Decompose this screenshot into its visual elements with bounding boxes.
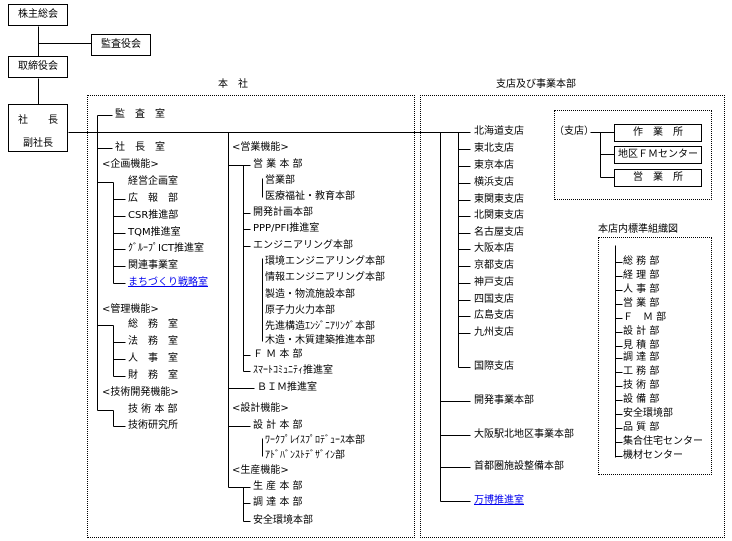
sales-item: エンジニアリング本部 <box>253 240 353 251</box>
tech-item: 技術研究所 <box>128 420 178 431</box>
branches-title: 支店及び事業本部 <box>496 79 576 90</box>
tech-item: 技 術 本 部 <box>128 404 178 415</box>
branch-item: 大阪本店 <box>474 243 514 254</box>
management-item: 法 務 室 <box>128 336 178 347</box>
branch-item: 京都支店 <box>474 260 514 271</box>
shareholders-box: 株主総会 <box>8 4 68 26</box>
branch-item: 神戸支店 <box>474 277 514 288</box>
standard-org-item: Ｆ Ｍ 部 <box>623 312 667 323</box>
branch-item: 広島支店 <box>474 310 514 321</box>
branch-item: 四国支店 <box>474 294 514 305</box>
standard-org-item: 設 計 部 <box>623 326 660 337</box>
headquarters-frame <box>87 95 415 538</box>
sales-item: 開発計画本部 <box>253 207 313 218</box>
president-label: 社 長 <box>18 115 58 126</box>
standard-org-item: 営 業 部 <box>623 298 660 309</box>
production-heading: <生産機能> <box>232 465 289 476</box>
standard-org-item: 品 質 部 <box>623 422 660 433</box>
management-item: 総 務 室 <box>128 319 178 330</box>
production-item: 生 産 本 部 <box>253 481 303 492</box>
branch-label: （支店） <box>554 126 594 137</box>
sales-item: 情報エンジニアリング本部 <box>265 272 385 283</box>
planning-item[interactable]: まちづくり戦略室 <box>128 277 208 288</box>
standard-org-item: 機材センター <box>623 450 683 461</box>
sales-item: 先進構造ｴﾝｼﾞﾆｱﾘﾝｸﾞ本部 <box>265 321 375 332</box>
branch-item: 首都圏施設整備本部 <box>474 461 564 472</box>
branch-item: 開発事業本部 <box>474 395 534 406</box>
standard-org-frame <box>598 237 712 475</box>
branch-item: 九州支店 <box>474 327 514 338</box>
design-item: ﾜｰｸﾌﾟﾚｲｽﾌﾟﾛﾃﾞｭｰｽ本部 <box>265 435 365 446</box>
tech-heading: <技術開発機能> <box>102 387 179 398</box>
standard-org-item: 工 務 部 <box>623 366 660 377</box>
branch-item[interactable]: 万博推進室 <box>474 495 524 506</box>
headquarters-title: 本 社 <box>218 79 248 90</box>
sales-item: 環境エンジニアリング本部 <box>265 256 385 267</box>
branch-unit-box: 営 業 所 <box>614 169 702 187</box>
production-item: 調 達 本 部 <box>253 497 303 508</box>
planning-item: 関連事業室 <box>128 260 178 271</box>
branch-item: 名古屋支店 <box>474 227 524 238</box>
design-item: 設 計 本 部 <box>253 420 303 431</box>
design-heading: <設計機能> <box>232 403 289 414</box>
production-item: 安全環境本部 <box>253 515 313 526</box>
branch-unit-box: 地区ＦＭセンター <box>614 146 702 164</box>
standard-org-title: 本店内標準組織図 <box>598 224 678 235</box>
vice-president-label: 副社長 <box>23 138 53 149</box>
sales-item: ｽﾏｰﾄｺﾐｭﾆﾃｨ推進室 <box>253 365 333 376</box>
planning-item: TQM推進室 <box>128 227 181 238</box>
planning-item: CSR推進部 <box>128 210 179 221</box>
management-heading: <管理機能> <box>102 304 159 315</box>
branch-item: 東関東支店 <box>474 194 524 205</box>
board-box: 取締役会 <box>8 56 68 78</box>
planning-item: ｸﾞﾙｰﾌﾟICT推進室 <box>128 243 205 254</box>
standard-org-item: 人 事 部 <box>623 284 660 295</box>
management-item: 人 事 室 <box>128 353 178 364</box>
sales-item: Ｆ Ｍ 本 部 <box>253 349 303 360</box>
sales-item: 営業部 <box>265 175 295 186</box>
design-item: ｱﾄﾞﾊﾞﾝｽﾄﾃﾞｻﾞｲﾝ部 <box>265 450 345 461</box>
audit-office: 監 査 室 <box>115 109 165 120</box>
planning-item: 広 報 部 <box>128 193 178 204</box>
standard-org-item: 見 積 部 <box>623 340 660 351</box>
standard-org-item: 設 備 部 <box>623 394 660 405</box>
standard-org-item: 総 務 部 <box>623 256 660 267</box>
branch-unit-box: 作 業 所 <box>614 124 702 142</box>
branch-item: 横浜支店 <box>474 177 514 188</box>
management-item: 財 務 室 <box>128 370 178 381</box>
standard-org-item: 調 達 部 <box>623 352 660 363</box>
sales-item: PPP/PFI推進室 <box>253 223 320 234</box>
sales-item: 営 業 本 部 <box>253 159 303 170</box>
sales-item: 原子力火力本部 <box>265 305 335 316</box>
planning-heading: <企画機能> <box>102 159 159 170</box>
branch-item: 大阪駅北地区事業本部 <box>474 429 574 440</box>
sales-heading: <営業機能> <box>232 142 289 153</box>
planning-item: 経営企画室 <box>128 176 178 187</box>
standard-org-item: 安全環境部 <box>623 408 673 419</box>
branch-item: 東北支店 <box>474 143 514 154</box>
branch-frame <box>554 110 712 200</box>
branches-frame <box>420 95 725 538</box>
auditors-board-box: 監査役会 <box>91 34 151 56</box>
standard-org-item: 集合住宅センター <box>623 436 703 447</box>
sales-item: 医療福祉・教育本部 <box>265 191 355 202</box>
branch-item: 国際支店 <box>474 361 514 372</box>
sales-item: 製造・物流施設本部 <box>265 289 355 300</box>
branch-item: 北海道支店 <box>474 126 524 137</box>
president-box: 社 長 副社長 <box>8 104 68 152</box>
standard-org-item: 経 理 部 <box>623 270 660 281</box>
branch-item: 北関東支店 <box>474 210 524 221</box>
president-office: 社 長 室 <box>115 142 165 153</box>
standard-org-item: 技 術 部 <box>623 380 660 391</box>
sales-item: 木造・木質建築推進本部 <box>265 335 375 346</box>
bim-office: ＢＩＭ推進室 <box>257 382 317 393</box>
branch-item: 東京本店 <box>474 160 514 171</box>
